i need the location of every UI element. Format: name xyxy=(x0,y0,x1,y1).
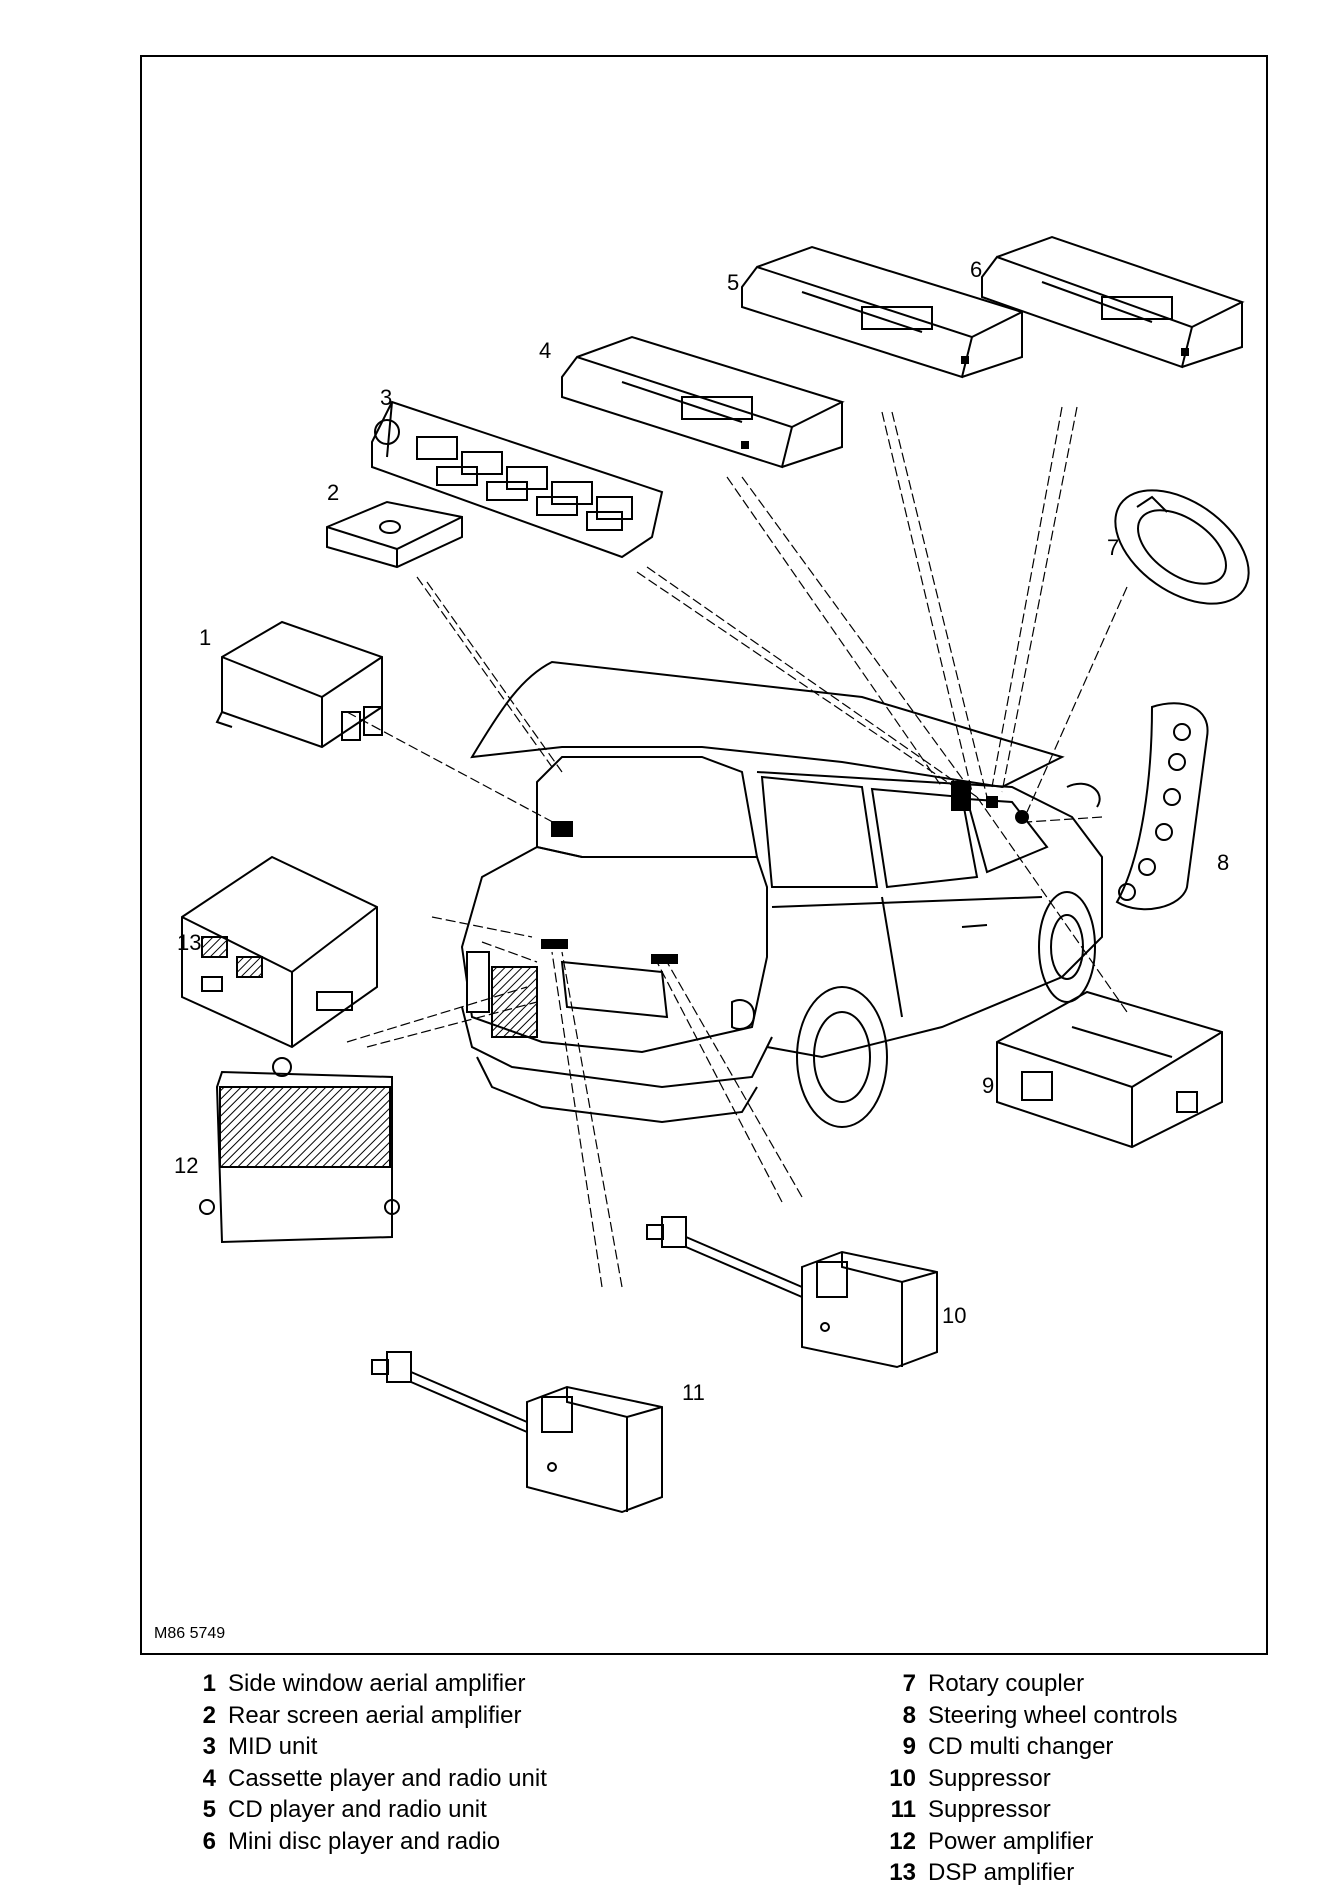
legend-item: 4 Cassette player and radio unit xyxy=(178,1763,547,1795)
legend-label: Suppressor xyxy=(928,1764,1051,1792)
legend-number: 3 xyxy=(202,1733,216,1760)
figure-reference: M86 5749 xyxy=(154,1625,226,1642)
legend-number: 6 xyxy=(202,1827,216,1855)
legend-number: 12 xyxy=(889,1827,916,1855)
legend-item: 2 Rear screen aerial amplifier xyxy=(178,1700,547,1732)
legend-item: 13 DSP amplifier xyxy=(878,1857,1177,1889)
legend-item: 9 CD multi changer xyxy=(878,1731,1177,1763)
legend-label: Power amplifier xyxy=(928,1827,1094,1855)
legend-item: 10 Suppressor xyxy=(878,1763,1177,1795)
component-suppressor-11 xyxy=(371,1351,663,1514)
legend-label: Mini disc player and radio xyxy=(228,1827,501,1855)
legend-item: 12 Power amplifier xyxy=(878,1826,1177,1858)
leader-lines xyxy=(346,406,1128,1288)
callout-12: 12 xyxy=(174,1153,199,1178)
callout-2: 2 xyxy=(327,480,340,505)
component-cd-changer xyxy=(996,990,1223,1149)
component-power-amp xyxy=(199,1057,400,1244)
legend-item: 6 Mini disc player and radio xyxy=(178,1826,547,1858)
legend-item: 5 CD player and radio unit xyxy=(178,1794,547,1826)
callout-7: 7 xyxy=(1107,535,1120,560)
legend-label: CD player and radio unit xyxy=(228,1796,487,1823)
callout-13: 13 xyxy=(177,930,202,955)
callout-4: 4 xyxy=(539,338,552,363)
diagram-frame: 1 2 3 4 5 6 7 8 9 10 11 12 13 M86 5749 xyxy=(140,55,1268,1655)
component-rear-screen-amp xyxy=(326,500,463,569)
component-minidisc-radio xyxy=(981,235,1245,369)
component-cassette-radio xyxy=(561,335,845,469)
legend-number: 11 xyxy=(890,1796,916,1823)
legend-number: 1 xyxy=(202,1670,216,1697)
component-dsp-amp xyxy=(181,855,378,1049)
legend-number: 5 xyxy=(202,1796,216,1823)
legend-left-column: 1 Side window aerial amplifier 2 Rear scre… xyxy=(178,1668,547,1857)
callout-6: 6 xyxy=(970,257,983,282)
component-side-window-amp xyxy=(215,620,383,749)
legend-right-column: 7 Rotary coupler 8 Steering wheel controls… xyxy=(878,1668,1177,1889)
legend-label: MID unit xyxy=(228,1733,318,1760)
legend-label: CD multi changer xyxy=(928,1733,1114,1760)
legend-number: 9 xyxy=(902,1733,916,1760)
legend-item: 1 Side window aerial amplifier xyxy=(178,1668,547,1700)
legend-label: DSP amplifier xyxy=(928,1859,1075,1886)
legend-label: Suppressor xyxy=(928,1796,1051,1823)
legend-number: 7 xyxy=(902,1670,916,1697)
component-rotary-coupler xyxy=(1114,489,1250,605)
callout-10: 10 xyxy=(942,1303,967,1328)
component-mid-unit xyxy=(371,400,664,559)
legend-number: 2 xyxy=(202,1701,216,1729)
legend-number: 13 xyxy=(889,1859,916,1886)
legend-label: Cassette player and radio unit xyxy=(228,1764,547,1792)
callout-11: 11 xyxy=(682,1380,705,1405)
legend-label: Steering wheel controls xyxy=(928,1701,1178,1729)
legend-number: 4 xyxy=(202,1764,216,1792)
callout-9: 9 xyxy=(982,1073,995,1098)
legend-label: Side window aerial amplifier xyxy=(228,1670,526,1697)
callout-5: 5 xyxy=(727,270,740,295)
callout-3: 3 xyxy=(380,385,393,410)
legend-label: Rear screen aerial amplifier xyxy=(228,1701,522,1729)
component-steering-controls xyxy=(1115,702,1209,911)
component-diagram xyxy=(181,235,1250,1514)
component-suppressor-10 xyxy=(646,1216,938,1369)
legend-number: 8 xyxy=(902,1701,916,1729)
legend-item: 3 MID unit xyxy=(178,1731,547,1763)
vehicle-drawing xyxy=(460,660,1103,1128)
callout-8: 8 xyxy=(1217,850,1230,875)
legend-label: Rotary coupler xyxy=(928,1670,1085,1697)
legend-item: 8 Steering wheel controls xyxy=(878,1700,1178,1732)
legend-item: 11 Suppressor xyxy=(878,1794,1177,1826)
callout-1: 1 xyxy=(199,625,212,650)
legend-number: 10 xyxy=(889,1764,916,1792)
component-cd-radio xyxy=(741,245,1025,379)
legend-item: 7 Rotary coupler xyxy=(878,1668,1177,1700)
